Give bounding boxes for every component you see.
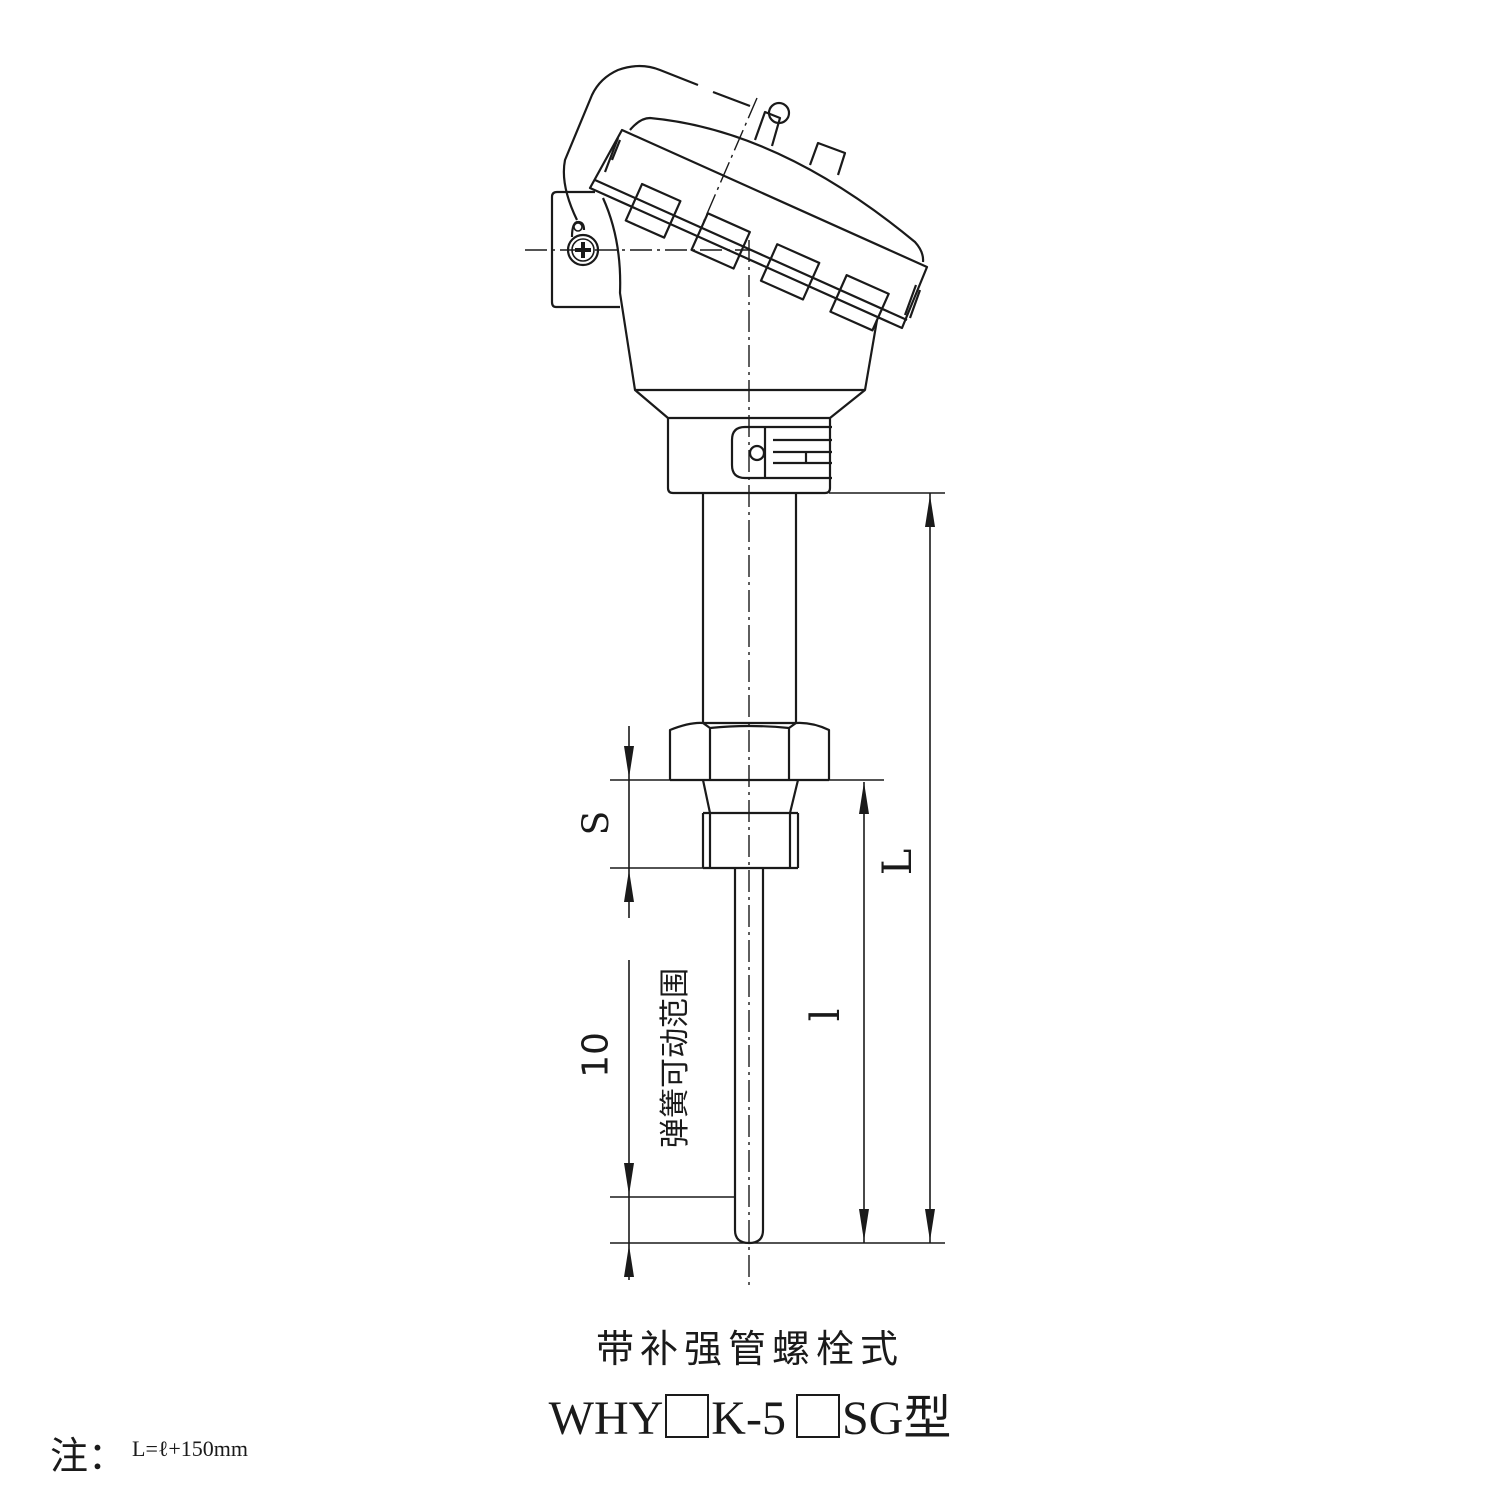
drawing-title: 带补强管螺栓式 [595, 1327, 904, 1371]
spring-range-label: 弹簧可动范围 [658, 968, 693, 1148]
note-label: 注： [50, 1434, 127, 1478]
total-length-label: L [875, 848, 921, 876]
lid-hinge-strap [562, 64, 699, 221]
dimension-s-label: S [576, 810, 618, 836]
reinforcement-tube [701, 493, 798, 722]
model-suffix: SG型 [841, 1392, 952, 1445]
dimension-10-label: 10 [575, 1032, 617, 1078]
model-designation: WHY K-5 SG型 [0, 1378, 1500, 1448]
model-prefix: WHY [548, 1392, 664, 1445]
model-blank-box [665, 1394, 710, 1438]
nameplate [730, 425, 832, 480]
insert-length-label: l [803, 1008, 849, 1022]
note-formula: L=ℓ+150mm [132, 1436, 249, 1461]
model-blank-box [795, 1394, 840, 1438]
model-middle: K-5 [711, 1392, 786, 1445]
thread-section [701, 779, 800, 870]
terminal-head-body [601, 197, 879, 392]
terminal-head-lid [588, 101, 929, 332]
